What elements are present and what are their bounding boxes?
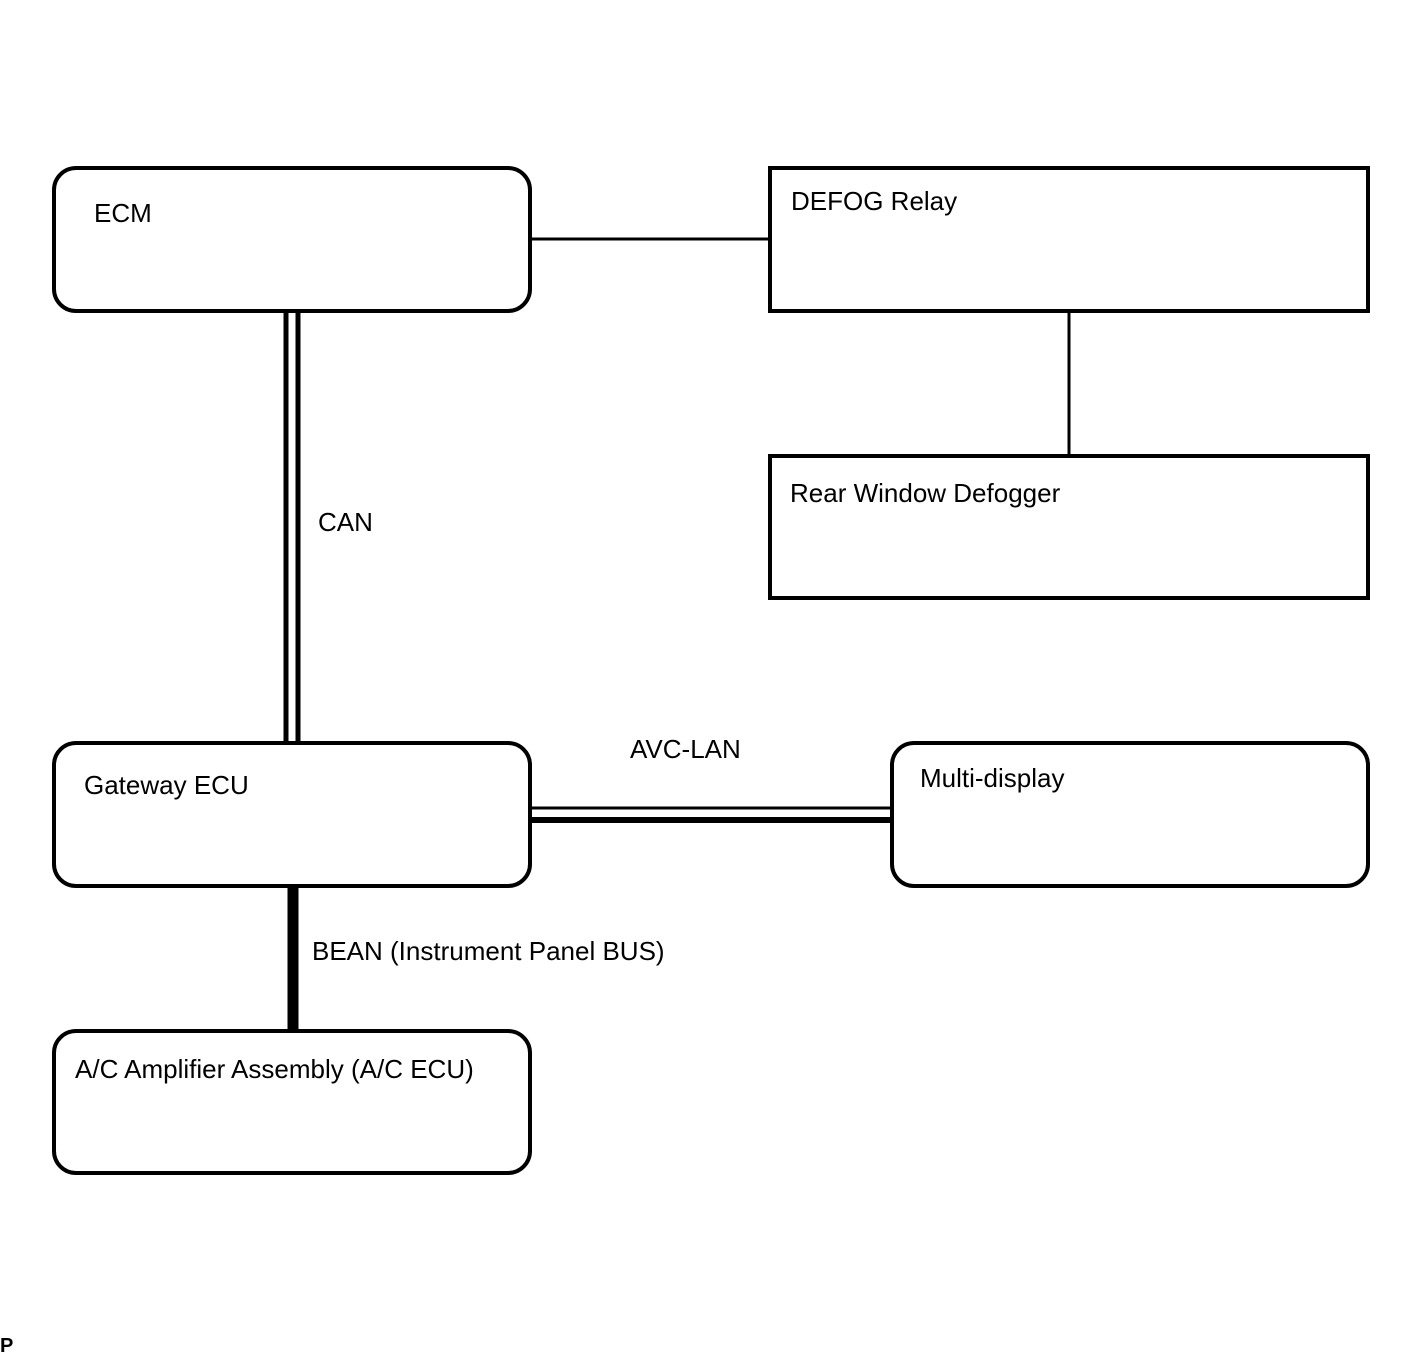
gateway-ecu-node: Gateway ECU <box>52 741 532 888</box>
ac-amplifier-label: A/C Amplifier Assembly (A/C ECU) <box>75 1054 474 1084</box>
rear-window-defogger-label: Rear Window Defogger <box>790 478 1061 508</box>
multi-display-node: Multi-display <box>890 741 1370 888</box>
avc-lan-label: AVC-LAN <box>630 734 741 764</box>
avc-lan-line <box>530 806 892 823</box>
defog-relay-node: DEFOG Relay <box>768 166 1370 313</box>
ecm-label: ECM <box>94 198 152 228</box>
gateway-ecu-label: Gateway ECU <box>84 770 249 800</box>
multi-display-label: Multi-display <box>920 763 1065 793</box>
corner-mark: P <box>0 1335 13 1357</box>
bean-label: BEAN (Instrument Panel BUS) <box>312 936 665 966</box>
ecm-node: ECM <box>52 166 532 313</box>
defog-relay-label: DEFOG Relay <box>791 186 957 216</box>
can-label: CAN <box>318 507 373 537</box>
can-bus-line <box>283 311 301 743</box>
rear-window-defogger-node: Rear Window Defogger <box>768 454 1370 600</box>
ac-amplifier-node: A/C Amplifier Assembly (A/C ECU) <box>52 1029 532 1175</box>
